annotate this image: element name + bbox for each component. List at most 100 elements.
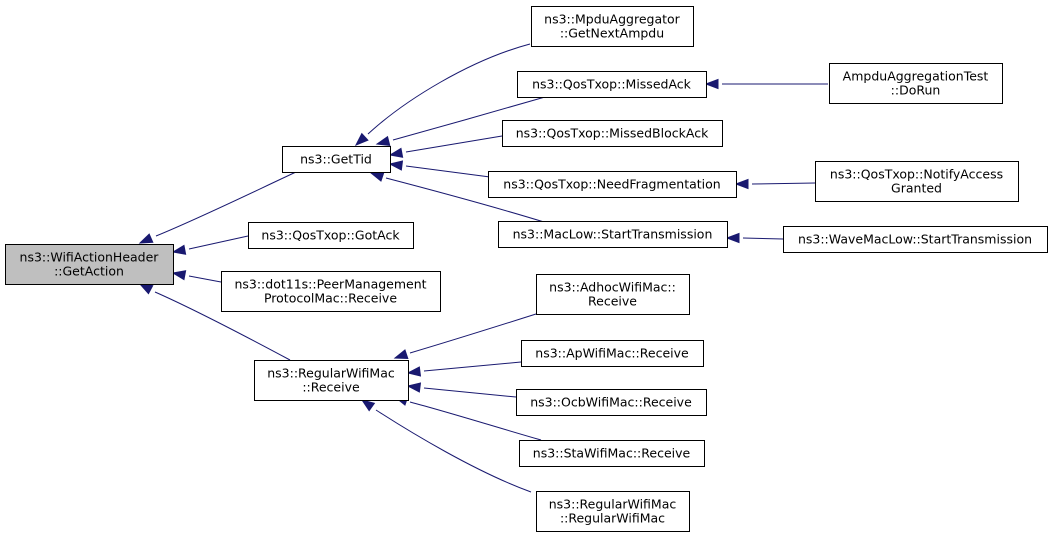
node-box: [254, 360, 409, 401]
node-label-line: ns3::QosTxop::NeedFragmentation: [503, 177, 720, 192]
arrowhead: [369, 171, 385, 182]
node-label-line: ::DoRun: [891, 83, 941, 98]
node-label-line: ::GetAction: [54, 264, 124, 279]
node-label-line: ns3::RegularWifiMac: [267, 366, 395, 381]
node-peermgmt[interactable]: ns3::dot11s::PeerManagementProtocolMac::…: [221, 271, 441, 312]
arrowhead: [388, 147, 404, 158]
arrowhead: [171, 244, 187, 255]
node-label-line: ns3::WaveMacLow::StartTransmission: [798, 232, 1032, 247]
edge-regwifirecv-to-root: [138, 283, 291, 361]
node-label-line: ::GetNextAmpdu: [560, 26, 664, 41]
node-box: [5, 244, 174, 285]
edge-line: [751, 182, 816, 185]
arrowhead: [388, 160, 404, 171]
node-box: [536, 274, 690, 315]
node-box: [498, 221, 728, 248]
node-wavemaclow[interactable]: ns3::WaveMacLow::StartTransmission: [783, 226, 1048, 253]
node-box: [517, 71, 707, 98]
arrowhead: [360, 399, 376, 412]
node-mpdu[interactable]: ns3::MpduAggregator::GetNextAmpdu: [531, 6, 694, 47]
edge-apwifi-to-regwifirecv: [406, 361, 522, 377]
arrowhead: [704, 78, 719, 90]
edge-line: [423, 361, 522, 372]
edge-line: [409, 313, 537, 354]
arrowhead: [171, 270, 187, 281]
node-apwifi[interactable]: ns3::ApWifiMac::Receive: [521, 340, 704, 367]
node-gettid[interactable]: ns3::GetTid: [282, 146, 391, 173]
edge-layer: [138, 43, 828, 493]
node-label-line: ns3::StaWifiMac::Receive: [533, 446, 691, 461]
arrowhead: [734, 178, 749, 190]
node-label-line: ns3::ApWifiMac::Receive: [535, 346, 689, 361]
node-root: ns3::WifiActionHeader::GetAction: [5, 244, 174, 285]
node-adhoc[interactable]: ns3::AdhocWifiMac::Receive: [536, 274, 690, 315]
node-box: [531, 6, 694, 47]
node-box: [783, 226, 1048, 253]
node-label-line: ::Receive: [302, 380, 360, 395]
arrowhead: [725, 232, 740, 244]
node-label-line: ns3::dot11s::PeerManagement: [234, 277, 426, 292]
edge-ocbwifi-to-regwifirecv: [406, 382, 517, 398]
node-label-line: ns3::MacLow::StartTransmission: [513, 227, 713, 242]
node-box: [282, 146, 391, 173]
arrowhead: [138, 283, 154, 295]
edge-line: [154, 291, 291, 361]
node-label-line: Granted: [891, 181, 942, 196]
node-box: [829, 63, 1003, 104]
arrowhead: [406, 366, 422, 377]
node-label-line: ::RegularWifiMac: [560, 511, 665, 526]
node-gotack[interactable]: ns3::QosTxop::GotAck: [248, 222, 414, 249]
edge-line: [188, 275, 222, 283]
node-label-line: ns3::AdhocWifiMac::: [549, 280, 676, 295]
node-label-line: ProtocolMac::Receive: [264, 291, 397, 306]
edge-notifyaccess-to-needfrag: [734, 178, 816, 190]
node-needfrag[interactable]: ns3::QosTxop::NeedFragmentation: [488, 171, 737, 198]
edge-line: [423, 387, 517, 398]
edge-line: [409, 401, 542, 441]
edge-ampdutest-to-missedack: [704, 78, 828, 90]
node-label-line: ns3::MpduAggregator: [544, 12, 681, 27]
edge-missedblockack-to-gettid: [388, 135, 503, 158]
node-label-line: ns3::GetTid: [300, 152, 372, 167]
arrowhead: [406, 382, 422, 393]
node-label-line: ns3::RegularWifiMac: [549, 497, 677, 512]
node-box: [221, 271, 441, 312]
edge-line: [188, 235, 249, 250]
edge-line: [375, 409, 532, 493]
node-label-line: ns3::OcbWifiMac::Receive: [530, 395, 692, 410]
edge-starttx-to-gettid: [369, 171, 545, 223]
node-box: [521, 340, 704, 367]
node-box: [488, 171, 737, 198]
node-missedack[interactable]: ns3::QosTxop::MissedAck: [517, 71, 707, 98]
node-label-line: ns3::QosTxop::GotAck: [261, 228, 400, 243]
node-starttx[interactable]: ns3::MacLow::StartTransmission: [498, 221, 728, 248]
edge-needfrag-to-gettid: [388, 160, 491, 178]
node-box: [519, 440, 705, 467]
edge-line: [155, 171, 297, 237]
edge-line: [405, 135, 503, 153]
node-ampdutest[interactable]: AmpduAggregationTest::DoRun: [829, 63, 1003, 104]
node-box: [815, 161, 1019, 202]
node-box: [516, 389, 707, 416]
edge-line: [385, 177, 545, 223]
node-box: [536, 491, 690, 532]
node-label-line: Receive: [588, 294, 637, 309]
edge-wavemaclow-to-starttx: [725, 232, 784, 244]
node-missedblockack[interactable]: ns3::QosTxop::MissedBlockAck: [502, 120, 723, 147]
node-box: [502, 120, 723, 147]
node-label-line: ns3::QosTxop::MissedAck: [532, 77, 692, 92]
arrowhead: [354, 132, 369, 146]
edge-missedack-to-gettid: [375, 96, 546, 147]
edge-line: [742, 237, 784, 240]
node-ocbwifi[interactable]: ns3::OcbWifiMac::Receive: [516, 389, 707, 416]
node-label-line: ns3::QosTxop::NotifyAccess: [830, 167, 1003, 182]
edge-line: [367, 43, 531, 135]
node-regwifictor[interactable]: ns3::RegularWifiMac::RegularWifiMac: [536, 491, 690, 532]
node-regwifirecv[interactable]: ns3::RegularWifiMac::Receive: [254, 360, 409, 401]
node-box: [248, 222, 414, 249]
edge-mpdu-to-gettid: [354, 43, 531, 146]
node-stawifi[interactable]: ns3::StaWifiMac::Receive: [519, 440, 705, 467]
arrowhead: [375, 135, 391, 147]
